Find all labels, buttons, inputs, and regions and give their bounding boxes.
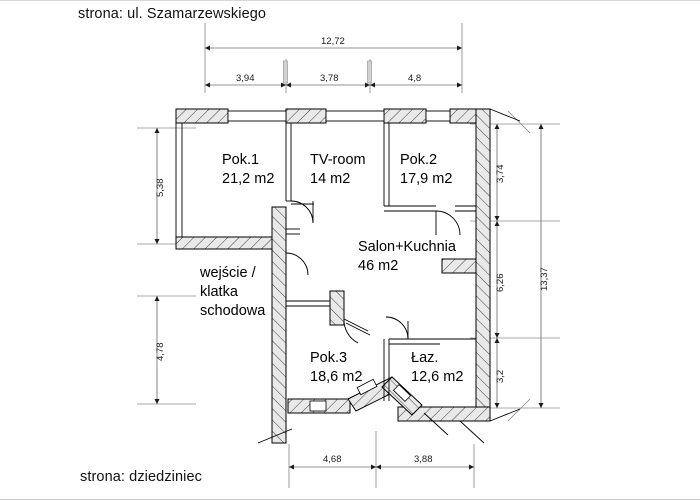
dim-bottom-seg-1: 4,68 [323,454,342,465]
stairwell-line-2: klatka [200,284,238,300]
dim-top-seg-2: 3,78 [320,73,339,84]
dimensions-left [137,127,196,405]
caption-top-street: strona: ul. Szamarzewskiego [78,6,267,22]
kitchen-counter-stub [441,258,477,274]
room-name: Salon+Kuchnia [358,239,456,255]
dim-top-total: 12,72 [321,36,345,47]
room-label-pok3: Pok.3 18,6 m2 [310,349,362,387]
room-label-pok2: Pok.2 17,9 m2 [400,151,452,189]
interior-partitions [285,123,476,401]
dimensions-bottom [288,431,475,488]
window-opening [227,110,451,122]
exterior-wall-top [175,108,491,124]
dim-right-total: 13,37 [539,267,550,291]
wall-thin-left [175,123,183,237]
dim-top-seg-3: 4,8 [408,73,422,84]
room-label-salon-kuchnia: Salon+Kuchnia 46 m2 [358,238,456,276]
entry-tails [257,108,521,444]
doors [285,200,461,344]
wall-stairwell-top [175,236,273,250]
dim-right-seg-1: 3,74 [495,164,506,184]
room-label-lazienka: Łaz. 12,6 m2 [411,349,463,387]
stairwell-line-3: schodowa [200,303,266,319]
party-wall-left [271,206,287,444]
room-name: Pok.3 [310,350,348,366]
room-name: Łaz. [411,350,439,366]
dim-right-seg-3: 3,2 [495,369,506,383]
wall-stub-pok3 [329,290,345,326]
dim-left-seg-1: 5,38 [155,178,166,198]
caption-bottom-courtyard: strona: dziedziniec [80,469,202,485]
room-area: 12,6 m2 [411,369,464,385]
exterior-wall-right [475,108,491,422]
dim-left-seg-2: 4,78 [155,342,166,362]
window-opening-bottom [309,400,327,412]
exterior-wall-bottom-right [397,406,491,422]
room-area: 46 m2 [358,258,399,274]
room-area: 21,2 m2 [222,171,275,187]
angled-bay-wall [347,376,423,416]
room-label-pok1: Pok.1 21,2 m2 [222,151,274,189]
room-label-tv-room: TV-room 14 m2 [310,151,366,189]
room-area: 18,6 m2 [310,369,363,385]
dim-right-seg-2: 6,26 [495,273,506,293]
dim-top-seg-1: 3,94 [236,73,255,84]
room-name: TV-room [310,152,366,168]
dimensions-top [204,23,463,93]
annotation-stairwell: wejście / klatka schodowa [200,264,265,321]
dim-bottom-seg-2: 3,88 [414,454,433,465]
stairwell-line-1: wejście / [200,265,256,281]
room-area: 17,9 m2 [400,171,453,187]
room-area: 14 m2 [310,171,351,187]
room-name: Pok.1 [222,152,260,168]
room-name: Pok.2 [400,152,438,168]
building-walls [175,108,491,444]
